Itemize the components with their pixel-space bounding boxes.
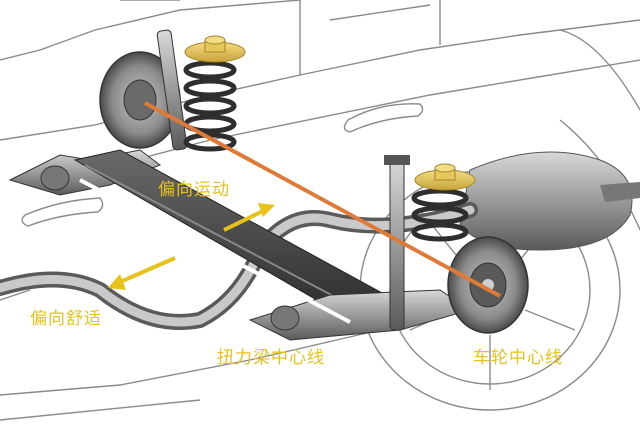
exhaust-pipe xyxy=(0,202,478,330)
trailing-arm-right xyxy=(248,289,472,341)
coil-spring-right xyxy=(411,188,469,242)
spring-seat-right xyxy=(414,163,476,191)
label-beam-centerline: 扭力梁中心线 xyxy=(217,348,325,368)
door-handle-rear xyxy=(21,197,104,227)
spring-seat-left xyxy=(184,35,246,63)
label-bias-motion: 偏向运动 xyxy=(158,180,230,200)
beam-centerline xyxy=(79,178,351,324)
arrow-up-right-icon xyxy=(223,203,275,232)
door-handle-front xyxy=(343,103,424,133)
brake-drum-right xyxy=(447,236,529,334)
brake-drum-left xyxy=(99,51,181,149)
wheel-centerline xyxy=(144,101,501,298)
label-wheel-centerline: 车轮中心线 xyxy=(473,348,563,368)
label-bias-comfort: 偏向舒适 xyxy=(30,309,102,329)
arrow-down-left-icon xyxy=(108,256,176,290)
exhaust-muffler xyxy=(459,151,640,251)
